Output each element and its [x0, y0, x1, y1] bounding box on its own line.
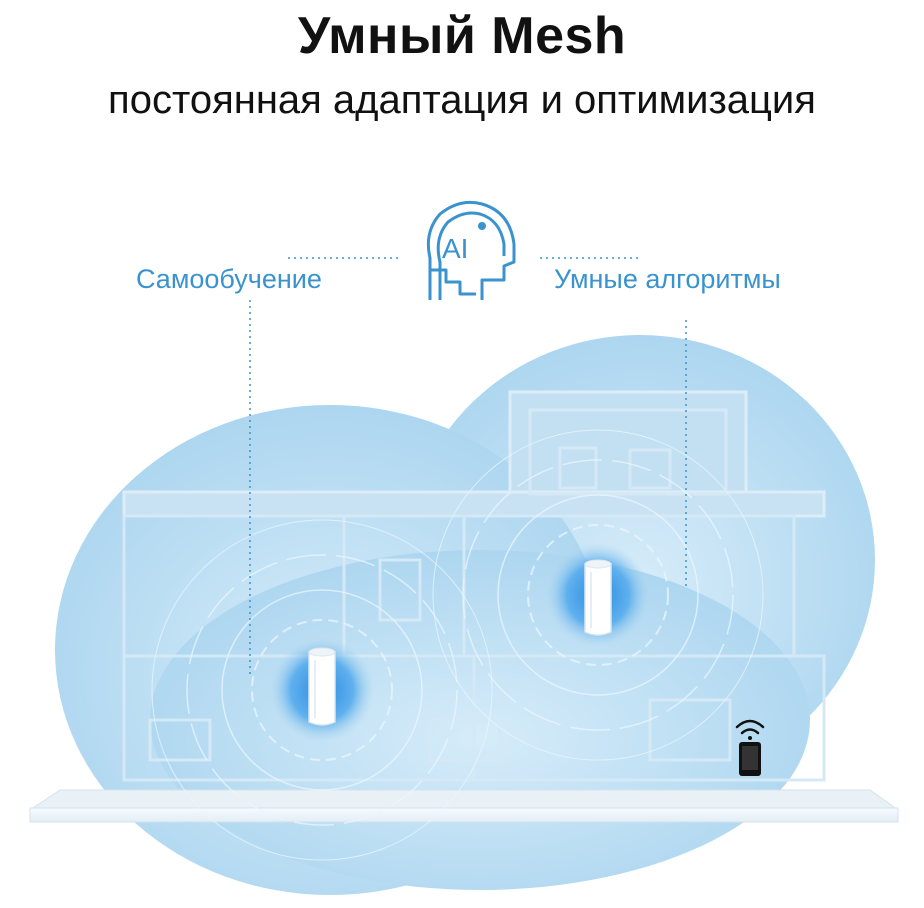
connector-lines — [249, 257, 687, 676]
mesh-router-right-icon — [584, 559, 612, 636]
ai-dot-icon — [478, 222, 486, 230]
house-structure — [122, 390, 826, 782]
smartphone-icon — [739, 742, 761, 776]
page-subtitle: постоянная адаптация и оптимизация — [108, 78, 816, 122]
feature-self-learning: Самообучение — [136, 264, 322, 294]
house-base — [28, 789, 900, 823]
ai-head-icon — [426, 200, 516, 300]
page-title: Умный Mesh — [297, 7, 627, 65]
wifi-icon — [735, 719, 765, 740]
signal-rings-right — [432, 429, 764, 761]
feature-smart-algorithms: Умные алгоритмы — [554, 264, 781, 294]
ai-letter-a: AI — [442, 233, 468, 264]
mesh-router-left-icon — [308, 647, 336, 726]
svg-text:AI: AI — [442, 233, 468, 264]
signal-rings-left — [151, 519, 493, 861]
ai-badge-letters: AI — [442, 233, 468, 264]
